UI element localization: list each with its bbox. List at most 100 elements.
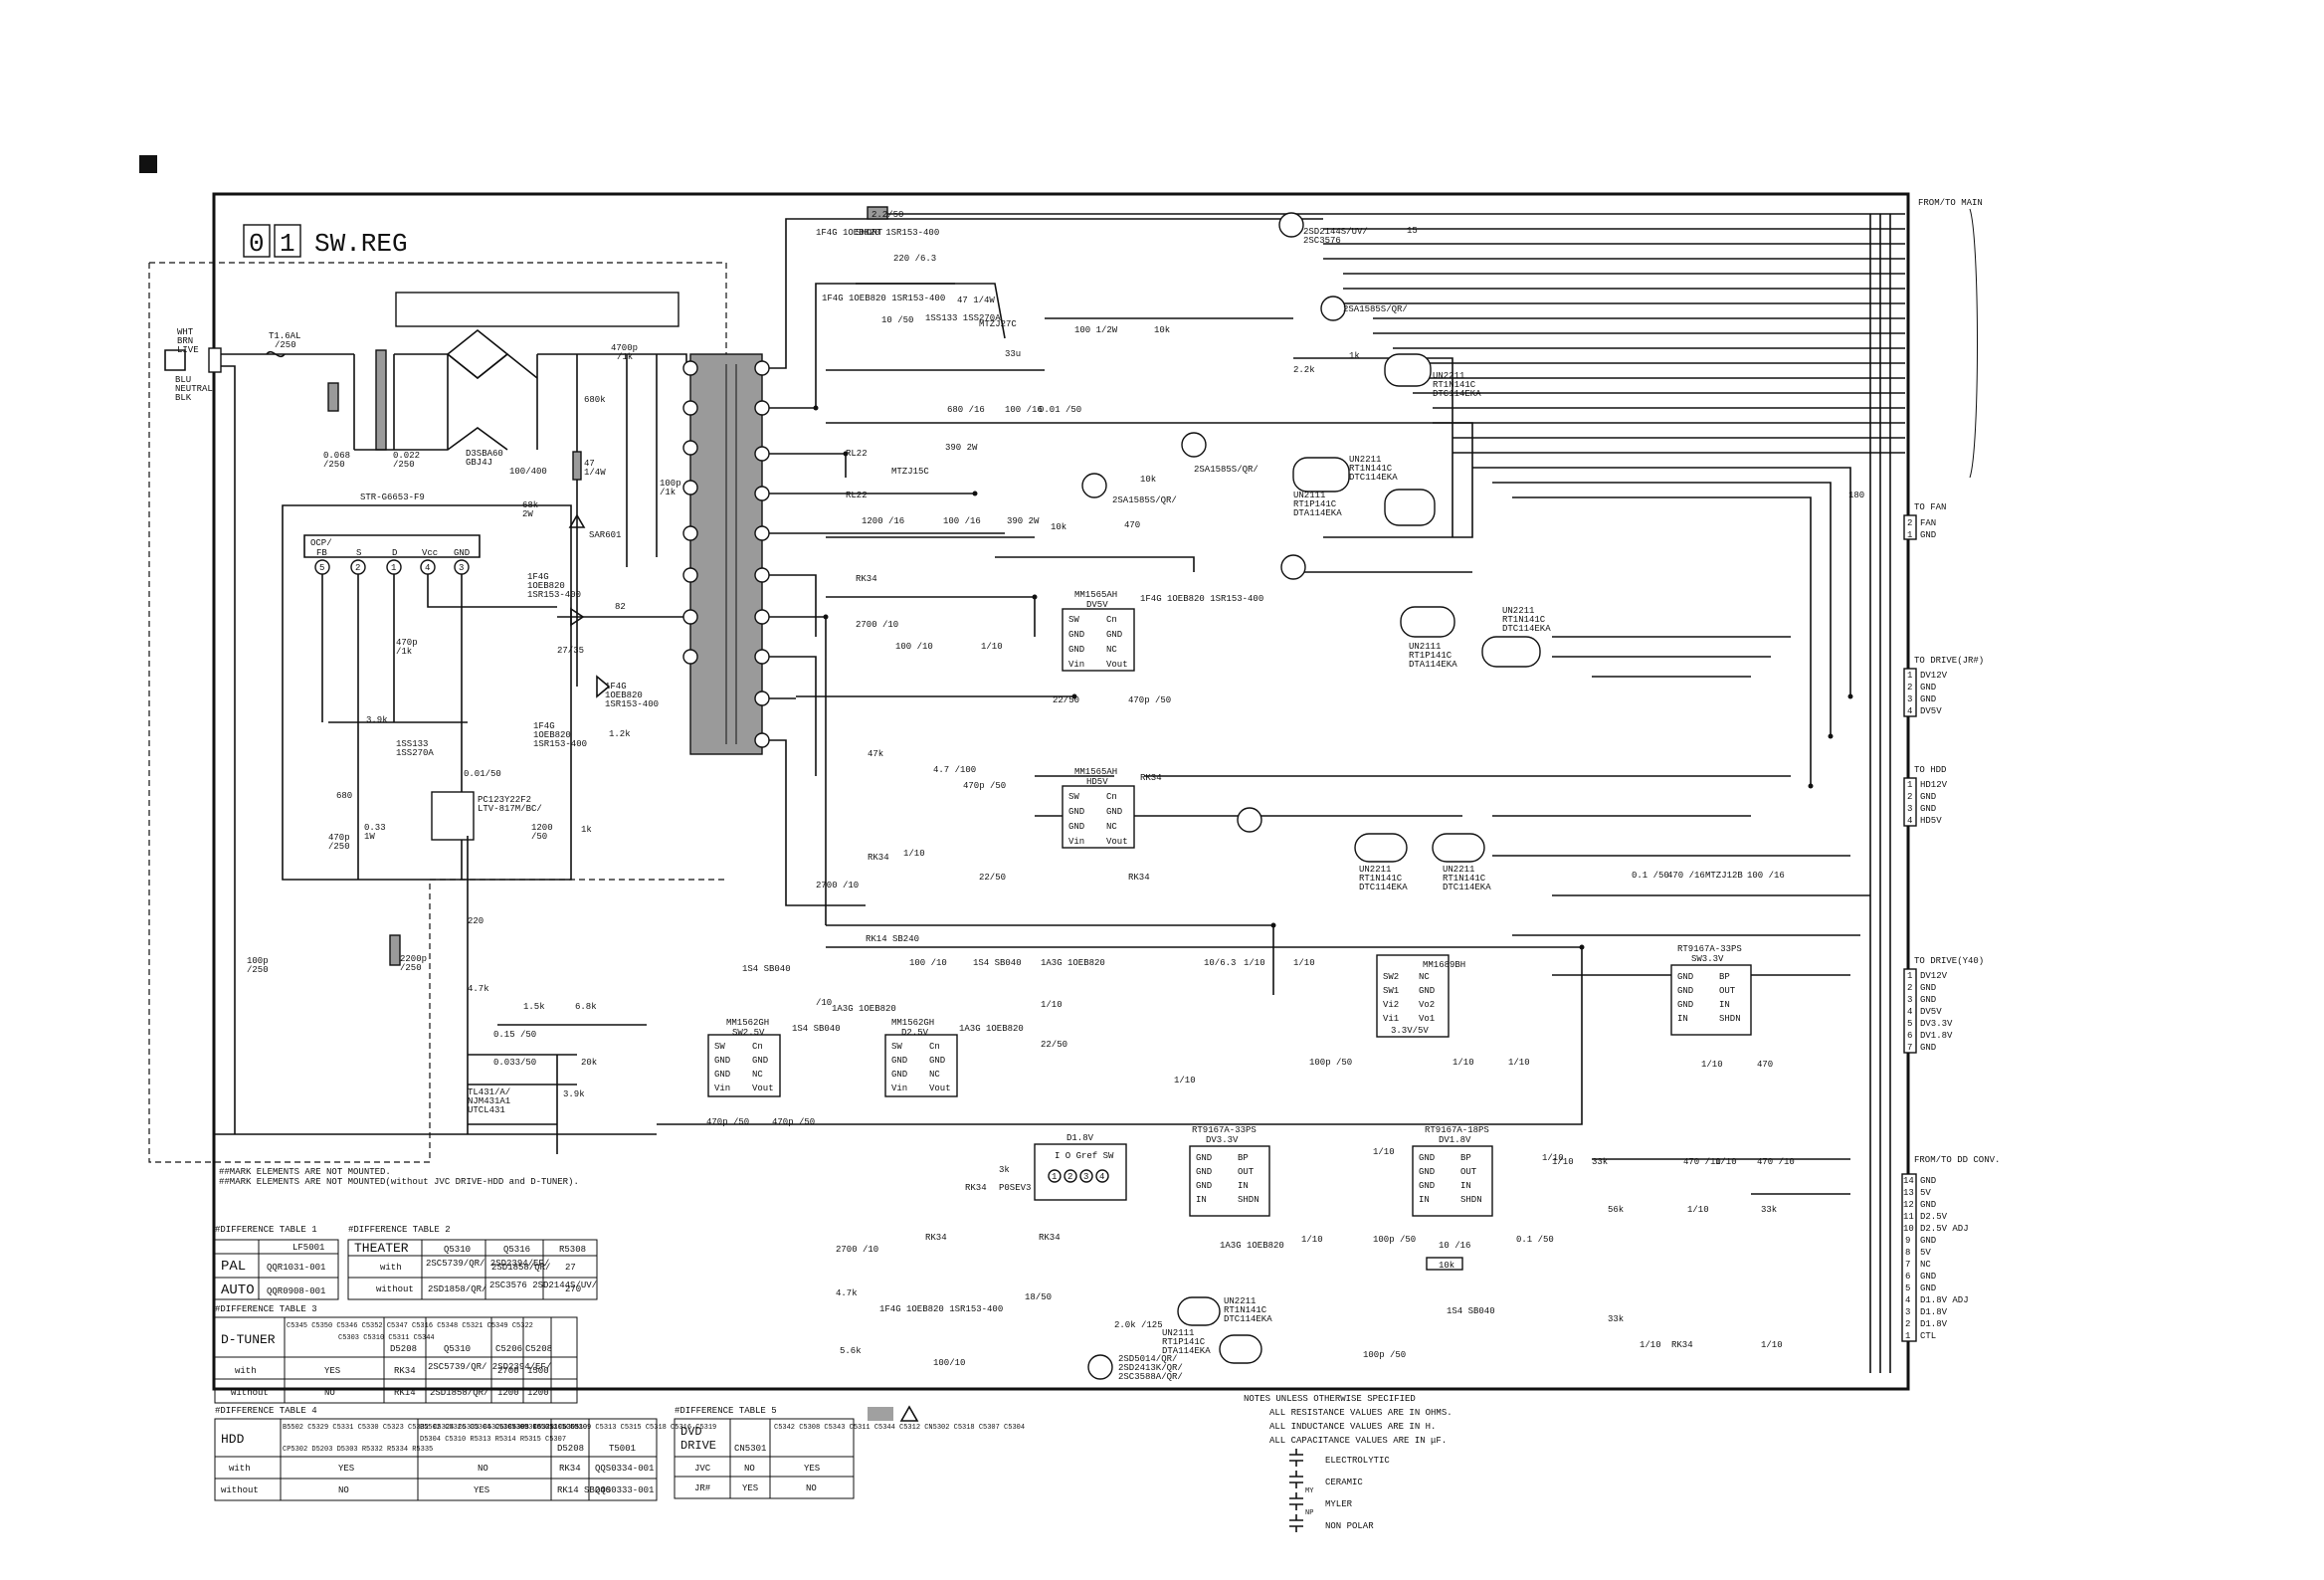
svg-text:1/10: 1/10	[1715, 1157, 1737, 1167]
block-number-0: 0	[249, 229, 265, 259]
svg-text:Vin: Vin	[1068, 660, 1084, 670]
svg-text:NO: NO	[806, 1483, 817, 1493]
svg-text:GND: GND	[1920, 995, 1936, 1005]
svg-text:HD5V: HD5V	[1920, 816, 1942, 826]
svg-text:UN2211: UN2211	[1502, 606, 1534, 616]
svg-text:2: 2	[1907, 983, 1912, 993]
svg-text:UN2111: UN2111	[1409, 642, 1441, 652]
svg-text:BP: BP	[1460, 1153, 1471, 1163]
svg-text:7: 7	[1905, 1260, 1910, 1270]
svg-text:2SD1858/QR/: 2SD1858/QR/	[428, 1284, 486, 1294]
svg-text:2SA1585S/QR/: 2SA1585S/QR/	[1112, 495, 1177, 505]
svg-text:/50: /50	[531, 832, 547, 842]
svg-text:220 /6.3: 220 /6.3	[893, 254, 936, 264]
regulator-hd5v: MM1565AH HD5V SW GND GND Vin Cn GND NC V…	[1062, 767, 1135, 849]
primary-dashed-area	[148, 262, 727, 1163]
svg-text:D2.5V ADJ: D2.5V ADJ	[1920, 1224, 1969, 1234]
svg-text:1F4G: 1F4G	[533, 721, 555, 731]
ac-input: WHT BRN LIVE BLU NEUTRAL BLK T1.6AL /250	[164, 327, 354, 1134]
svg-text:GND: GND	[1920, 1284, 1936, 1293]
svg-text:NO: NO	[338, 1485, 349, 1495]
svg-text:TO HDD: TO HDD	[1914, 765, 1946, 775]
connector-main: FROM/TO MAIN	[1918, 198, 1983, 479]
block-title: 0 1 SW.REG	[243, 224, 408, 259]
svg-text:DTC114EKA: DTC114EKA	[1502, 624, 1551, 634]
svg-text:QQS0333-001: QQS0333-001	[595, 1485, 654, 1495]
svg-text:7: 7	[1907, 1043, 1912, 1053]
svg-text:BP: BP	[1719, 972, 1730, 982]
svg-text:Cn: Cn	[752, 1042, 763, 1052]
svg-text:GND: GND	[1920, 1236, 1936, 1246]
svg-text:RT9167A-33PS: RT9167A-33PS	[1192, 1125, 1257, 1135]
svg-text:22/50: 22/50	[1041, 1040, 1067, 1050]
svg-text:GND: GND	[1920, 683, 1936, 692]
cp-fuse-top	[867, 206, 888, 220]
svg-text:470p /50: 470p /50	[706, 1117, 749, 1127]
svg-text:YES: YES	[474, 1485, 489, 1495]
secondary-wiring	[214, 213, 1905, 1373]
svg-text:180: 180	[1848, 491, 1864, 500]
svg-text:390 2W: 390 2W	[1007, 516, 1040, 526]
svg-text:3: 3	[1907, 694, 1912, 704]
svg-text:0.01 /50: 0.01 /50	[1039, 405, 1081, 415]
svg-text:4: 4	[1907, 706, 1912, 716]
svg-text:PC123Y22F2: PC123Y22F2	[478, 795, 531, 805]
svg-text:1500: 1500	[527, 1366, 549, 1376]
svg-text:D1.8V: D1.8V	[1920, 1307, 1948, 1317]
svg-text:GND: GND	[1677, 986, 1693, 996]
svg-text:1A3G 1OEB820: 1A3G 1OEB820	[832, 1004, 896, 1014]
svg-text:QQS0334-001: QQS0334-001	[595, 1464, 654, 1474]
svg-text:1SR153-400: 1SR153-400	[605, 699, 659, 709]
svg-text:47 1/4W: 47 1/4W	[957, 296, 995, 305]
svg-text:5: 5	[1905, 1284, 1910, 1293]
svg-text:SW1: SW1	[1383, 986, 1399, 996]
svg-text:D5208: D5208	[390, 1344, 417, 1354]
svg-text:#DIFFERENCE TABLE 5: #DIFFERENCE TABLE 5	[675, 1406, 777, 1416]
svg-text:/1k: /1k	[617, 352, 633, 362]
svg-text:BRN: BRN	[177, 336, 193, 346]
svg-text:0.068: 0.068	[323, 451, 350, 461]
svg-text:Q5316: Q5316	[503, 1245, 530, 1255]
svg-text:GND: GND	[714, 1056, 730, 1066]
svg-text:R5308: R5308	[559, 1245, 586, 1255]
svg-text:2SD1858/QR/: 2SD1858/QR/	[430, 1388, 488, 1398]
svg-text:DV1.8V: DV1.8V	[1920, 1031, 1953, 1041]
svg-text:D1.8V: D1.8V	[1066, 1133, 1094, 1143]
svg-text:680k: 680k	[584, 395, 606, 405]
svg-text:#DIFFERENCE TABLE 3: #DIFFERENCE TABLE 3	[215, 1304, 317, 1314]
svg-text:DV3.3V: DV3.3V	[1206, 1135, 1239, 1145]
svg-text:1S4 SB040: 1S4 SB040	[1447, 1306, 1495, 1316]
svg-text:Q5310: Q5310	[444, 1344, 471, 1354]
regulator-d18v: D1.8V I O Gref SW 1 2 3 4	[1034, 1133, 1127, 1201]
sar601-zener	[568, 513, 586, 528]
svg-text:DV12V: DV12V	[1920, 971, 1948, 981]
connector-hdd: TO HDD 1 2 3 4 HD12V GND GND HD5V	[1903, 765, 1948, 827]
svg-text:S: S	[356, 548, 361, 558]
svg-text:D: D	[392, 548, 397, 558]
svg-text:1F4G 1OEB820 1SR153-400: 1F4G 1OEB820 1SR153-400	[816, 228, 939, 238]
svg-text:FROM/TO DD CONV.: FROM/TO DD CONV.	[1914, 1155, 2000, 1165]
svg-text:RT1N141C: RT1N141C	[1433, 380, 1476, 390]
svg-text:1200: 1200	[527, 1388, 549, 1398]
svg-text:MY: MY	[1305, 1487, 1314, 1495]
component-labels: 1F4G 1OEB820 1SR153-400 SHORT 220 /6.3 4…	[706, 226, 1864, 1368]
svg-text:C5208: C5208	[525, 1344, 552, 1354]
svg-text:20k: 20k	[581, 1058, 597, 1068]
svg-text:3: 3	[1905, 1307, 1910, 1317]
svg-text:RL22: RL22	[846, 449, 868, 459]
svg-text:NEUTRAL: NEUTRAL	[175, 384, 213, 394]
difference-table-5: #DIFFERENCE TABLE 5 DVD DRIVE CN5301 C53…	[674, 1406, 1025, 1499]
svg-text:T1.6AL: T1.6AL	[269, 331, 300, 341]
svg-text:OUT: OUT	[1719, 986, 1736, 996]
svg-text:DV3.3V: DV3.3V	[1920, 1019, 1953, 1029]
svg-text:GND: GND	[1677, 1000, 1693, 1010]
svg-text:BLU: BLU	[175, 375, 191, 385]
svg-text:1SR153-400: 1SR153-400	[527, 590, 581, 600]
svg-text:470p: 470p	[328, 833, 350, 843]
svg-text:470: 470	[1124, 520, 1140, 530]
svg-text:CP5302 D5203 D5303 R5332 R5334: CP5302 D5203 D5303 R5332 R5334 R5335	[283, 1446, 433, 1454]
svg-text:C5342 C5308 C5343 C5311 C5344: C5342 C5308 C5343 C5311 C5344 C5312 CN53…	[774, 1424, 1025, 1432]
svg-text:2: 2	[1907, 518, 1912, 528]
svg-text:RK34: RK34	[559, 1464, 581, 1474]
svg-text:UN2111: UN2111	[1162, 1328, 1194, 1338]
